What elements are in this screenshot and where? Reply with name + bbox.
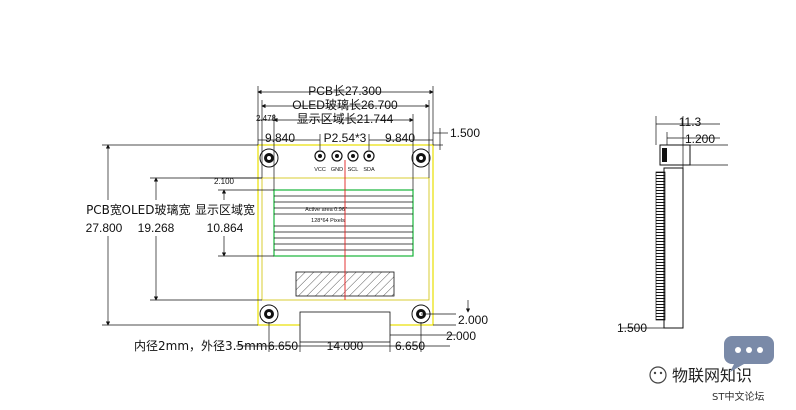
pcb-width-value: 27.800 xyxy=(86,221,123,235)
pin-pad-3 xyxy=(347,150,359,162)
pcb-length-label: PCB长27.300 xyxy=(308,84,382,98)
glass-top-offset-label: 2.100 xyxy=(214,177,235,186)
bottom-center-dim: 14.000 xyxy=(327,339,364,353)
oled-width-label-bg xyxy=(126,200,188,236)
pin-offset-right-label: 9.840 xyxy=(385,131,415,145)
pcb-width-label-bg xyxy=(84,200,124,236)
bottom-dimension-lines xyxy=(236,300,471,352)
mounting-hole-top-left xyxy=(259,148,279,168)
side-dimension-lines xyxy=(620,116,728,329)
display-length-label: 显示区域长21.744 xyxy=(297,112,394,126)
pin-offset-left-label: 9.840 xyxy=(265,131,295,145)
hole-spec-note: 内径2mm，外径3.5mm xyxy=(134,339,267,353)
bottom-margin-lower-label: 2.000 xyxy=(446,329,476,343)
side-pin-column xyxy=(655,171,666,321)
active-area-label: Active area 0.96" xyxy=(305,207,347,213)
top-margin-label: 1.500 xyxy=(450,126,480,140)
active-area-scanlines xyxy=(274,195,413,251)
oled-glass-width-value: 19.268 xyxy=(138,221,175,235)
display-width-title: 显示区域宽 xyxy=(195,202,255,217)
pin-label-gnd: GND xyxy=(331,167,343,173)
wechat-icon xyxy=(649,366,667,384)
side-header-pin xyxy=(662,148,667,162)
bottom-margin-upper-label: 2.000 xyxy=(458,313,488,327)
forum-chat-icon xyxy=(724,336,774,372)
bottom-right-dim: 6.650 xyxy=(395,339,425,353)
side-header xyxy=(659,144,691,166)
active-area xyxy=(273,189,414,257)
oled-glass-outline xyxy=(261,177,430,301)
pixels-label: 128*64 Pixels xyxy=(311,218,345,224)
bottom-left-dim: 6.650 xyxy=(268,339,298,353)
display-width-label-bg xyxy=(196,200,254,236)
pin-label-vcc: VCC xyxy=(314,167,326,173)
side-pcb-body xyxy=(663,167,684,329)
watermark-title: 物联网知识 xyxy=(672,366,752,385)
watermark: 物联网知识 ST中文论坛 xyxy=(649,336,774,403)
side-thickness-label: 11.3 xyxy=(679,115,702,129)
pin-label-scl: SCL xyxy=(348,167,359,173)
top-dimension-lines xyxy=(257,86,448,190)
side-view: 11.3 1.200 1.500 xyxy=(617,115,728,335)
pin-pad-1 xyxy=(314,150,326,162)
mounting-hole-bottom-left xyxy=(259,304,279,324)
side-top-label: 1.200 xyxy=(685,132,715,146)
watermark-subtitle: ST中文论坛 xyxy=(712,390,764,403)
pin-pitch-label: P2.54*3 xyxy=(324,131,367,145)
pcb-width-title: PCB宽 xyxy=(86,202,122,217)
pin-pad-2 xyxy=(331,150,343,162)
oled-glass-length-label: OLED玻璃长26.700 xyxy=(292,98,398,112)
mounting-hole-top-right xyxy=(411,148,431,168)
bottom-connector-tab xyxy=(299,311,391,343)
left-offset-label: 2.478 xyxy=(256,114,277,123)
display-width-value: 10.864 xyxy=(207,221,244,235)
pin-label-sda: SDA xyxy=(363,167,375,173)
oled-glass-width-title: OLED玻璃宽 xyxy=(122,202,191,217)
pin-pad-4 xyxy=(363,150,375,162)
side-bottom-label: 1.500 xyxy=(617,321,647,335)
pcb-outline xyxy=(257,144,434,326)
